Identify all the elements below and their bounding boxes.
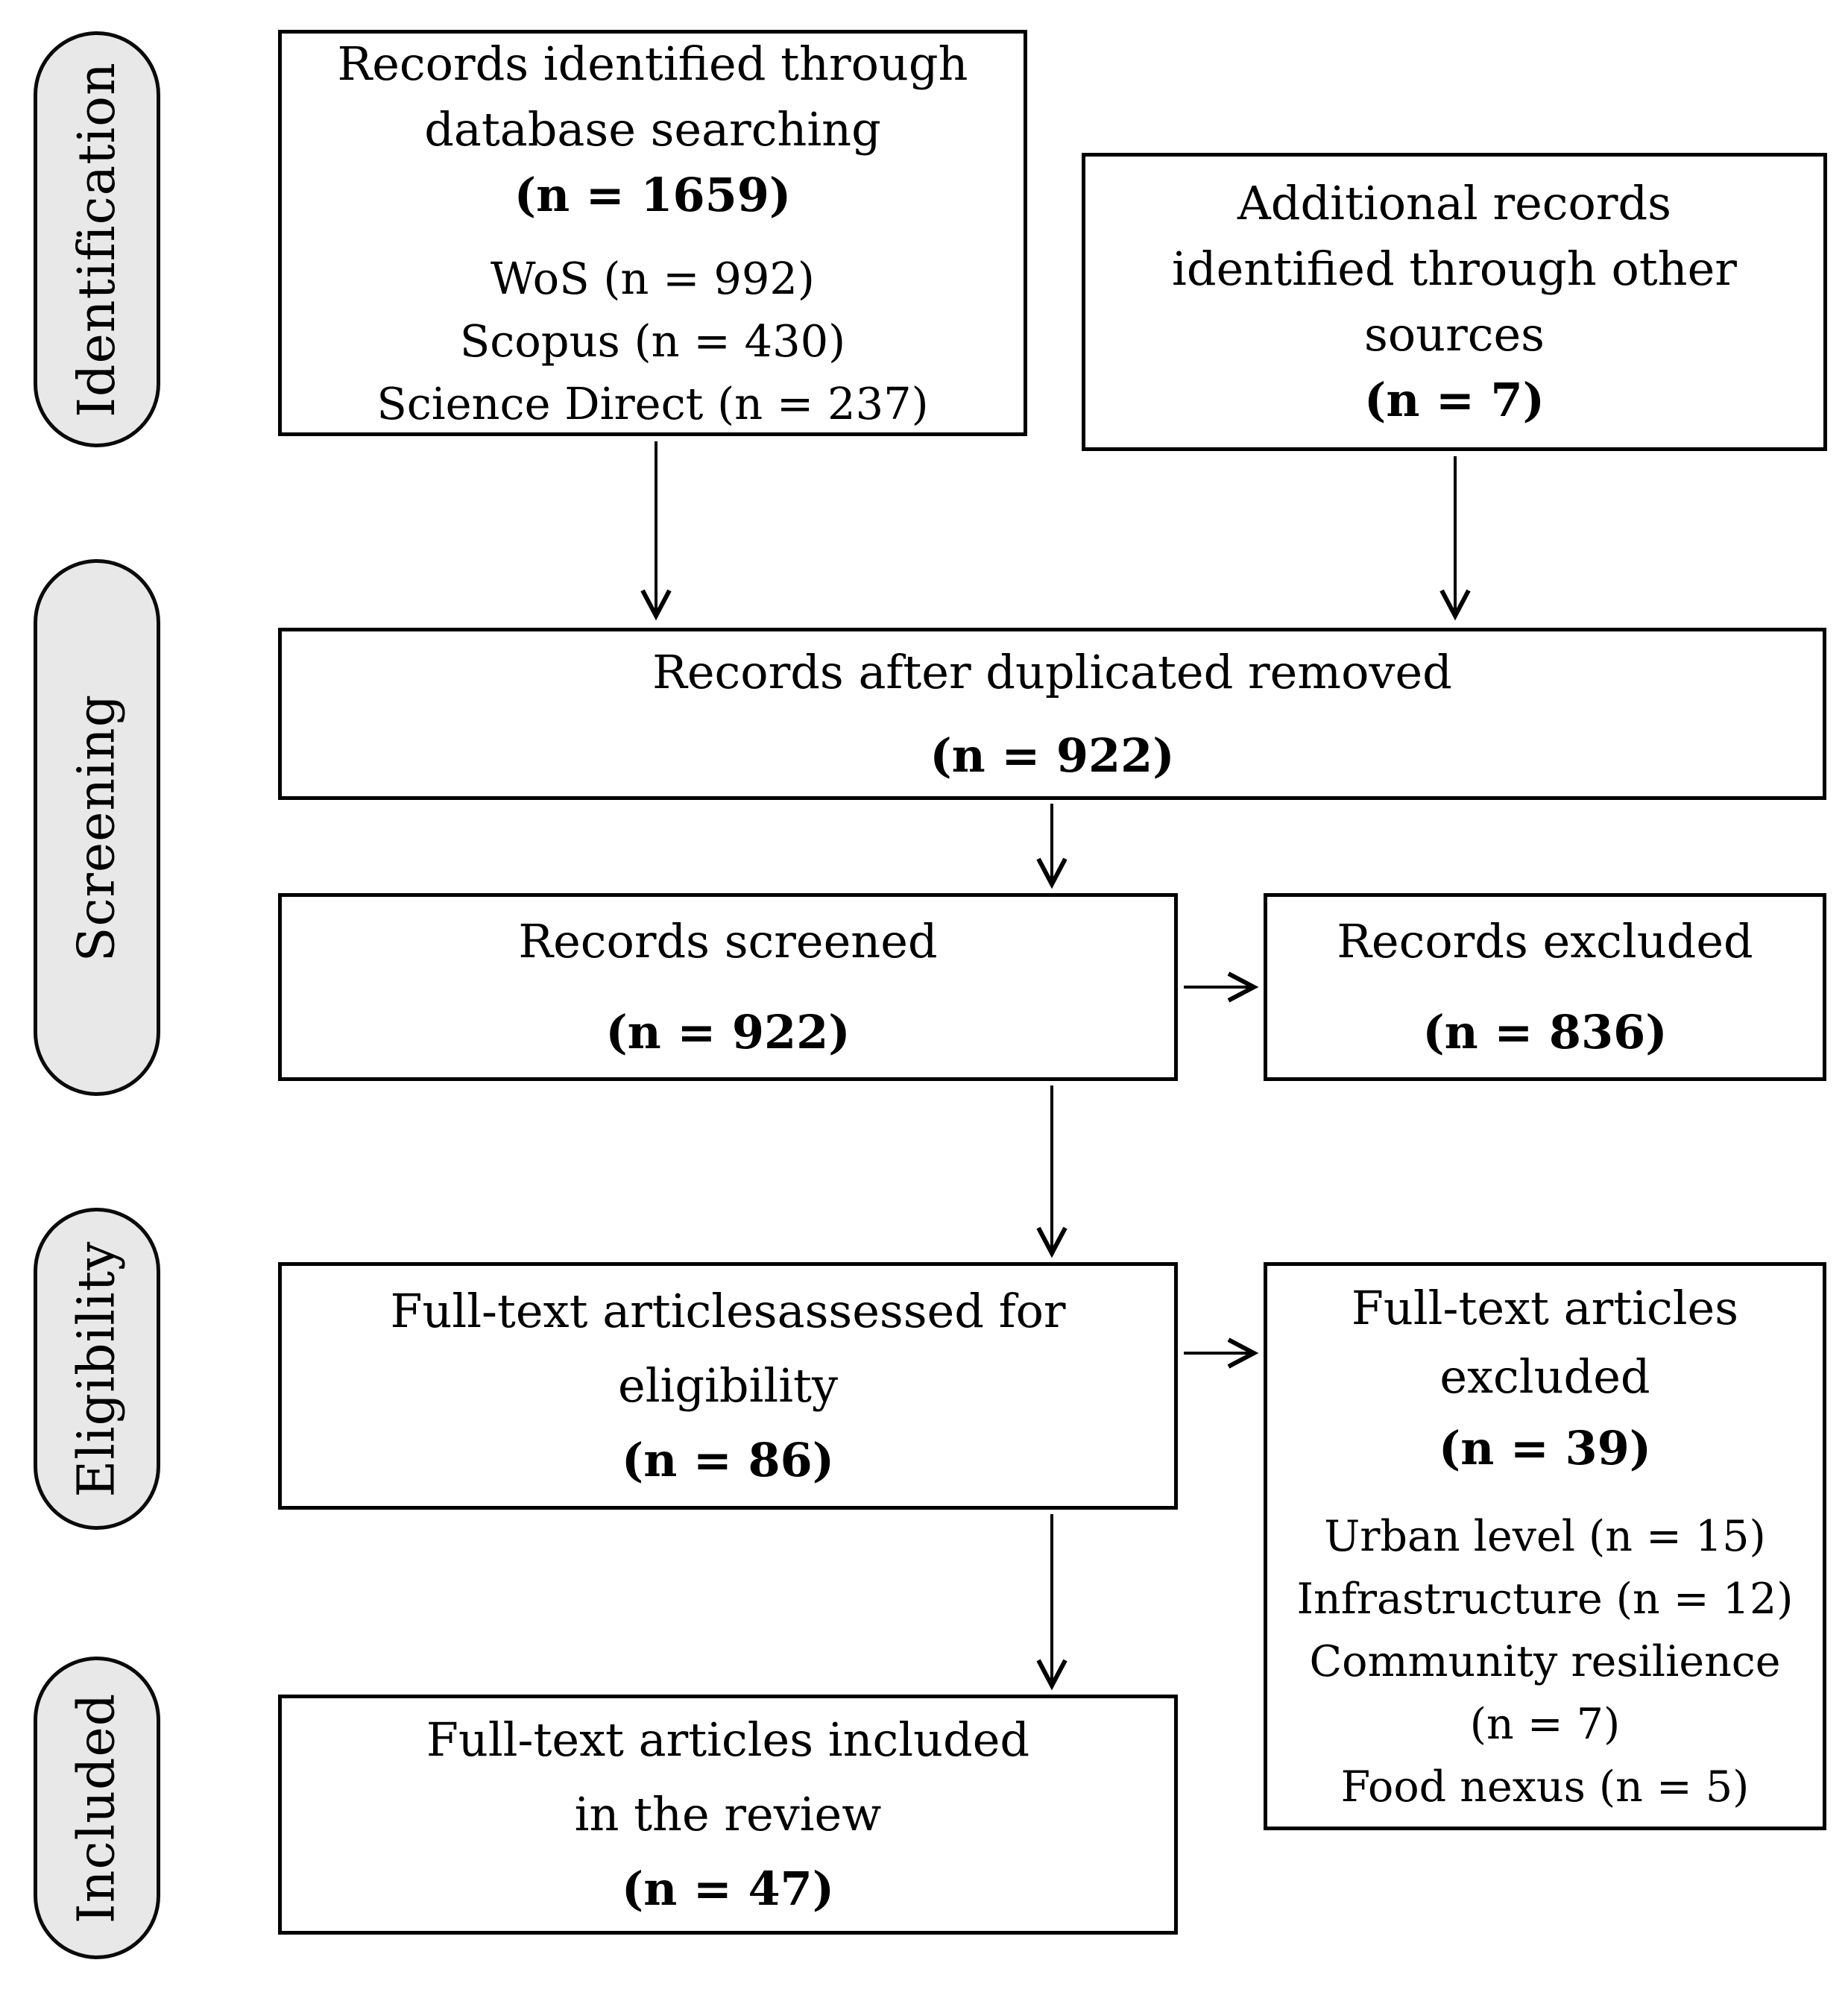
records-identified-source-scopus: Scopus (n = 430) [459, 315, 846, 367]
box-records-screened: Records screened (n = 922) [278, 893, 1178, 1081]
stage-label-included: Included [67, 1692, 127, 1923]
fulltext-included-count: (n = 47) [621, 1862, 835, 1916]
records-identified-line2: database searching [424, 101, 881, 157]
fulltext-excluded-line1: Full-text articles [1351, 1281, 1739, 1335]
stage-pill-eligibility: Eligibility [34, 1208, 160, 1530]
after-duplicates-line1: Records after duplicated removed [652, 644, 1452, 699]
fulltext-excluded-reason-urban: Urban level (n = 15) [1324, 1512, 1766, 1561]
fulltext-included-line1: Full-text articles included [426, 1712, 1030, 1767]
stage-pill-screening: Screening [34, 559, 160, 1096]
box-fulltext-assessed: Full-text articlesassessed for eligibili… [278, 1262, 1178, 1510]
box-records-identified: Records identified through database sear… [278, 30, 1027, 436]
stage-label-eligibility: Eligibility [67, 1241, 127, 1497]
after-duplicates-count: (n = 922) [930, 728, 1175, 783]
additional-records-line2: identified through other [1172, 242, 1737, 296]
fulltext-excluded-reason-food: Food nexus (n = 5) [1340, 1762, 1750, 1812]
records-identified-count: (n = 1659) [514, 167, 792, 222]
fulltext-excluded-reason-infrastructure: Infrastructure (n = 12) [1296, 1575, 1794, 1624]
fulltext-excluded-reason-community-count: (n = 7) [1469, 1700, 1621, 1749]
stage-pill-identification: Identification [34, 31, 160, 447]
fulltext-excluded-line2: excluded [1439, 1349, 1650, 1404]
fulltext-assessed-count: (n = 86) [621, 1433, 835, 1487]
additional-records-line1: Additional records [1237, 176, 1671, 230]
records-screened-count: (n = 922) [605, 1005, 851, 1059]
box-additional-records: Additional records identified through ot… [1082, 153, 1827, 451]
stage-label-identification: Identification [67, 61, 127, 417]
stage-label-screening: Screening [67, 693, 127, 962]
box-fulltext-excluded: Full-text articles excluded (n = 39) Urb… [1264, 1262, 1826, 1830]
records-identified-line1: Records identified through [337, 36, 968, 91]
fulltext-included-line2: in the review [574, 1787, 882, 1841]
fulltext-excluded-count: (n = 39) [1438, 1421, 1652, 1475]
fulltext-assessed-line2: eligibility [618, 1358, 838, 1413]
stage-pill-included: Included [34, 1657, 160, 1959]
box-after-duplicates: Records after duplicated removed (n = 92… [278, 628, 1826, 800]
records-identified-source-wos: WoS (n = 992) [491, 252, 815, 304]
additional-records-line3: sources [1364, 307, 1545, 362]
records-excluded-line1: Records excluded [1337, 914, 1753, 968]
records-excluded-count: (n = 836) [1422, 1005, 1668, 1059]
box-fulltext-included: Full-text articles included in the revie… [278, 1695, 1178, 1935]
records-screened-line1: Records screened [518, 914, 938, 968]
box-records-excluded: Records excluded (n = 836) [1264, 893, 1826, 1081]
fulltext-excluded-reason-community: Community resilience [1309, 1637, 1781, 1686]
fulltext-assessed-line1: Full-text articlesassessed for [390, 1284, 1066, 1338]
additional-records-count: (n = 7) [1363, 373, 1545, 427]
records-identified-source-sciencedirect: Science Direct (n = 237) [376, 377, 929, 429]
